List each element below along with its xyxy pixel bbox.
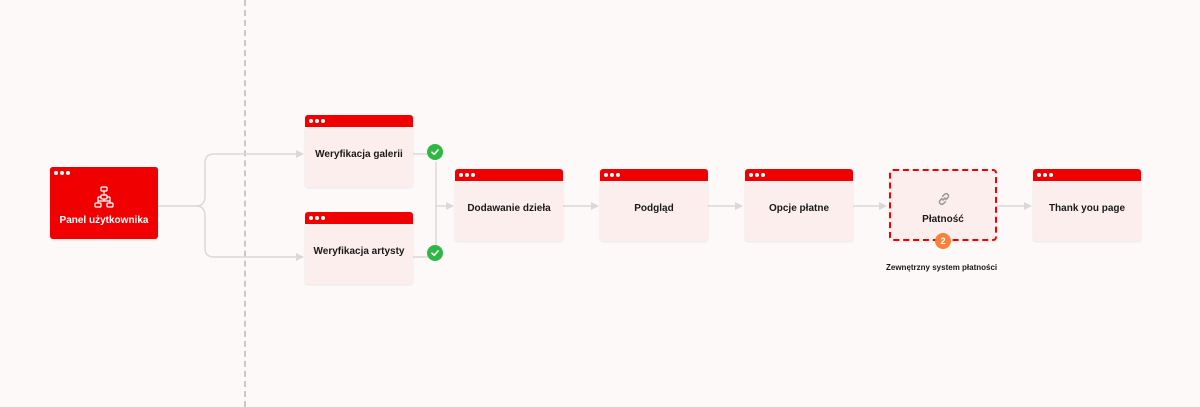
node-label: Podgląd bbox=[634, 203, 674, 214]
window-bar bbox=[50, 167, 158, 179]
connector-panel-gallery bbox=[158, 150, 304, 207]
node-thank-you-page[interactable]: Thank you page bbox=[1033, 169, 1141, 241]
node-label: Dodawanie dzieła bbox=[467, 203, 551, 214]
window-bar bbox=[305, 212, 413, 224]
node-label: Płatność bbox=[922, 214, 964, 225]
node-platnosc[interactable]: Płatność 2 bbox=[889, 169, 997, 249]
sitemap-icon bbox=[94, 186, 114, 213]
node-weryfikacja-galerii[interactable]: Weryfikacja galerii bbox=[305, 115, 413, 187]
section-divider bbox=[244, 0, 246, 407]
payment-caption: Zewnętrzny system płatności bbox=[886, 263, 998, 272]
window-bar bbox=[305, 115, 413, 127]
node-opcje-platne[interactable]: Opcje płatne bbox=[745, 169, 853, 241]
window-bar bbox=[600, 169, 708, 181]
window-bar bbox=[455, 169, 563, 181]
node-label: Weryfikacja artysty bbox=[313, 246, 405, 257]
node-label: Thank you page bbox=[1048, 203, 1126, 214]
node-label: Weryfikacja galerii bbox=[315, 149, 403, 160]
link-icon bbox=[936, 191, 952, 212]
node-dodawanie-dziela[interactable]: Dodawanie dzieła bbox=[455, 169, 563, 241]
node-weryfikacja-artysty[interactable]: Weryfikacja artysty bbox=[305, 212, 413, 284]
step-badge: 2 bbox=[935, 233, 951, 249]
window-bar bbox=[745, 169, 853, 181]
check-icon bbox=[427, 245, 443, 261]
window-bar bbox=[1033, 169, 1141, 181]
node-panel-uzytkownika[interactable]: Panel użytkownika bbox=[50, 167, 158, 239]
check-icon bbox=[427, 144, 443, 160]
node-podglad[interactable]: Podgląd bbox=[600, 169, 708, 241]
node-label: Panel użytkownika bbox=[59, 215, 149, 226]
node-label: Opcje płatne bbox=[768, 203, 829, 214]
connector-panel-artist bbox=[195, 205, 304, 261]
